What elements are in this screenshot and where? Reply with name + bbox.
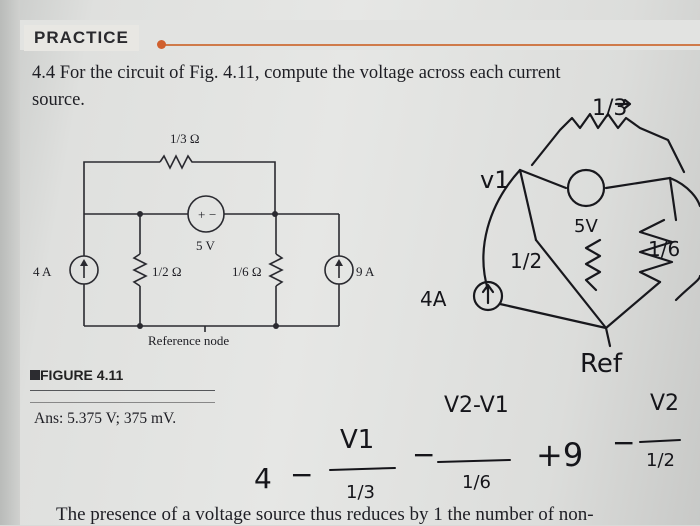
circuit-wires — [69, 154, 354, 332]
hw-frac-top: 1/3 — [592, 96, 627, 121]
practice-heading: PRACTICE — [24, 25, 139, 51]
page-gutter — [0, 0, 20, 525]
resistor-half-label: 1/2 Ω — [152, 264, 182, 279]
hw-half-label: 1/2 — [510, 249, 542, 273]
handwritten-labels: 1/3 v1 5V 1/2 1/6 4A Ref — [420, 96, 680, 379]
hw-half-denominator: 1/2 — [646, 450, 675, 471]
hw-plus-nine: +9 — [536, 436, 583, 474]
resistor-sixth-label: 1/6 Ω — [232, 264, 262, 279]
hw-four: 4 — [254, 462, 272, 495]
hw-v2: V2 — [650, 391, 679, 416]
circuit-dots — [80, 211, 343, 329]
handwritten-equation: V2-V1 V2 V1 4 − − +9 − 1/3 1/6 1/2 — [254, 391, 679, 503]
voltage-plus-sign: + — [198, 207, 205, 222]
reference-node-label: Reference node — [148, 333, 229, 348]
bottom-body-text: The presence of a voltage source thus re… — [56, 504, 594, 525]
answer-text: Ans: 5.375 V; 375 mV. — [34, 410, 177, 427]
source-4a-label: 4 A — [33, 264, 52, 279]
figure-title: FIGURE 4.11 — [40, 367, 124, 383]
problem-line-2: source. — [32, 90, 85, 110]
hw-sixth-label: 1/6 — [648, 237, 680, 261]
figure-rule — [30, 390, 215, 391]
hw-ref-label: Ref — [580, 349, 623, 379]
figure-marker — [30, 370, 40, 380]
answer-rule — [30, 402, 215, 403]
hw-minus-1: − — [290, 458, 313, 491]
hw-5v-label: 5V — [574, 216, 598, 237]
voltage-minus-sign: − — [209, 207, 216, 222]
hw-minus-2: − — [412, 438, 435, 471]
top-resistor-label: 1/3 Ω — [170, 131, 200, 146]
problem-statement: 4.4 For the circuit of Fig. 4.11, comput… — [32, 60, 692, 114]
problem-line-1: 4.4 For the circuit of Fig. 4.11, comput… — [32, 63, 561, 83]
hw-v1-numerator: V1 — [340, 425, 374, 455]
handwritten-circuit — [472, 98, 700, 348]
source-9a-label: 9 A — [356, 264, 375, 279]
hw-minus-3: − — [612, 426, 635, 459]
header-dot — [157, 40, 166, 49]
header-rule — [158, 44, 700, 46]
hw-v1-label: v1 — [480, 166, 509, 194]
voltage-source-label: 5 V — [196, 238, 216, 253]
hw-4a-label: 4A — [420, 287, 447, 311]
hw-third-denominator: 1/3 — [346, 482, 375, 503]
hw-v2-minus-v1: V2-V1 — [444, 393, 509, 418]
hw-sixth-denominator: 1/6 — [462, 472, 491, 493]
handwritten-fraction-bars — [329, 439, 681, 471]
